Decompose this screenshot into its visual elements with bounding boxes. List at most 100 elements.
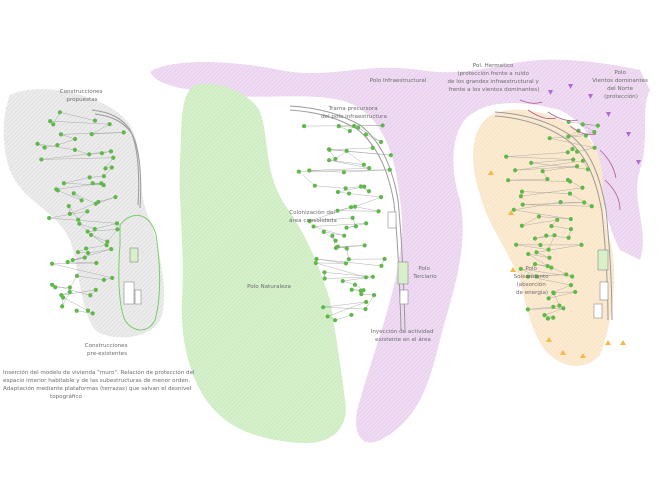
sun-triangle [620, 340, 626, 345]
settlement-node [364, 299, 369, 305]
settlement-node [582, 200, 587, 205]
sun-triangle [546, 337, 552, 342]
node-link [69, 201, 99, 215]
settlement-node [61, 181, 67, 186]
node-link [309, 217, 353, 222]
settlement-node [568, 226, 574, 232]
settlement-node [519, 189, 525, 194]
label-polo-hermetico: Pol. Hermetico (protección frente a ruid… [447, 63, 540, 93]
settlement-node [346, 191, 352, 196]
settlement-node [58, 132, 64, 137]
settlement-node [356, 125, 361, 130]
node-link [52, 284, 91, 296]
settlement-node [547, 136, 552, 141]
settlement-node [506, 178, 511, 183]
building-blocks [123, 211, 609, 319]
settlement-node [366, 189, 372, 194]
label-polo-soleamiento: Polo Soleamiento (absorción de energía) [514, 266, 551, 296]
node-link [515, 166, 578, 171]
settlement-node [580, 158, 585, 163]
settlement-node [90, 311, 95, 316]
settlement-node [589, 204, 594, 209]
settlement-node [325, 314, 330, 319]
node-link [316, 258, 346, 264]
settlement-node [350, 215, 355, 220]
settlement-node [595, 123, 600, 128]
node-link [57, 138, 76, 146]
settlement-node [520, 202, 525, 207]
settlement-node [311, 224, 316, 229]
settlement-node [77, 221, 82, 226]
settlement-node [336, 124, 341, 129]
settlement-node [363, 307, 368, 312]
node-link [327, 301, 367, 317]
sun-triangle [508, 210, 514, 215]
node-link [548, 235, 555, 250]
settlement-node [92, 226, 97, 232]
settlement-node [85, 250, 91, 256]
settlement-node [343, 186, 348, 191]
settlement-node [592, 129, 597, 135]
settlement-node [361, 162, 366, 167]
node-link [37, 143, 75, 151]
node-link [63, 183, 104, 186]
settlement-node [564, 272, 569, 277]
node-link [87, 229, 118, 232]
settlement-node [87, 175, 92, 180]
settlement-node [592, 145, 597, 150]
settlement-node [573, 289, 578, 295]
settlement-node [585, 167, 591, 172]
node-link [538, 216, 571, 220]
settlement-node [344, 148, 349, 153]
label-polo-terciario: Polo Terciario [412, 266, 437, 280]
settlement-node [55, 142, 60, 148]
node-link [63, 297, 89, 311]
settlement-node [335, 244, 340, 249]
preexisting-outline [118, 215, 161, 331]
settlement-node [525, 274, 531, 279]
settlement-node [342, 233, 347, 238]
settlement-node [88, 293, 93, 298]
settlement-node [307, 218, 312, 224]
node-link [342, 280, 356, 285]
node-link [551, 267, 573, 277]
node-link [582, 124, 598, 126]
node-link [89, 152, 102, 155]
settlement-node [552, 233, 557, 238]
label-polo-vientos: Polo Vientos dominantes del Norte (prote… [592, 70, 649, 100]
node-link [67, 261, 97, 264]
settlement-node [333, 238, 338, 243]
settlement-node [371, 293, 377, 298]
settlement-node [380, 123, 385, 128]
node-link [94, 223, 118, 230]
node-link [515, 160, 583, 171]
settlement-node [378, 139, 384, 145]
wind-triangle [548, 90, 553, 95]
wind-triangle [636, 160, 641, 165]
node-link [41, 157, 114, 160]
settlement-node [534, 274, 539, 279]
node-link [521, 219, 558, 226]
node-link [531, 159, 574, 164]
node-link [87, 248, 112, 254]
wind-triangle [606, 112, 611, 117]
node-link [522, 202, 585, 205]
settlement-node [85, 229, 90, 234]
node-link [335, 150, 347, 160]
node-link [527, 306, 554, 310]
node-link [337, 210, 379, 212]
node-link [89, 175, 104, 178]
node-link [324, 277, 366, 279]
label-construcciones-propuestas: Construcciones propuestas [60, 89, 105, 103]
wind-arrow [604, 179, 621, 211]
settlement-node [534, 250, 539, 255]
node-link [542, 166, 578, 172]
settlement-node [85, 308, 91, 313]
settlement-node [532, 262, 538, 267]
node-link [513, 201, 561, 211]
grey-built-zone [3, 89, 165, 338]
settlement-node [558, 200, 563, 205]
settlement-nodes-panel3 [504, 119, 600, 321]
settlement-node [105, 239, 110, 244]
